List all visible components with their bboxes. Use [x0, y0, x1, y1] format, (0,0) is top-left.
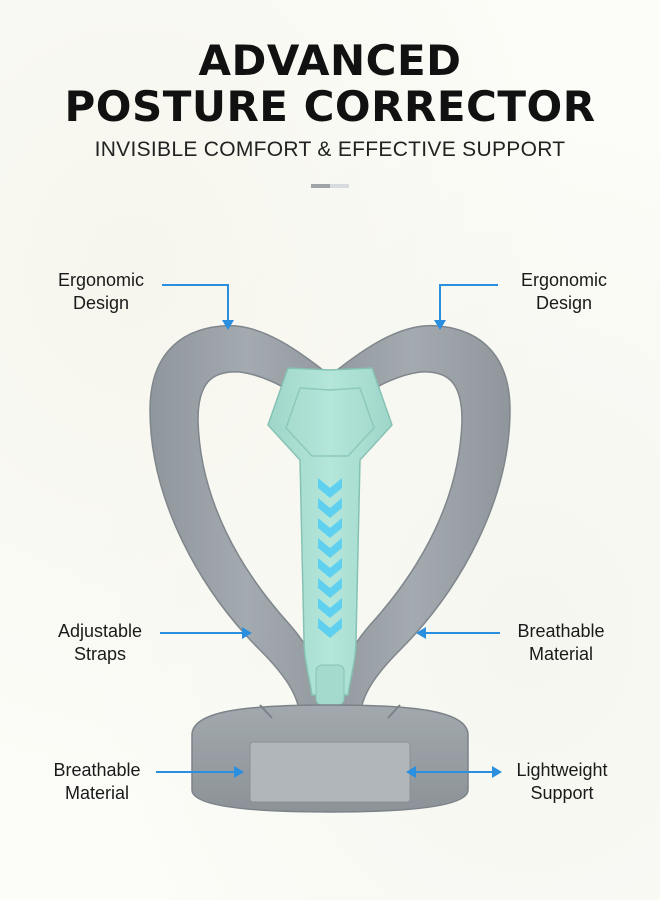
callout-text: Ergonomic [520, 270, 608, 290]
callout-text: Design [72, 293, 130, 313]
waist-belt [191, 704, 469, 813]
callout-text: Support [530, 783, 594, 803]
callout-lines [156, 284, 500, 773]
callout-text: Ergonomic [57, 270, 145, 290]
callout-text: Material [64, 783, 130, 803]
callout-text: Design [535, 293, 593, 313]
callout-top-right: Ergonomic Design [505, 269, 623, 315]
callout-bottom-left: Breathable Material [36, 759, 158, 805]
callout-text: Breathable [53, 760, 141, 780]
callout-top-left: Ergonomic Design [42, 269, 160, 315]
callout-text: Material [528, 644, 594, 664]
chevron-pattern [318, 478, 342, 638]
callout-mid-right: Breathable Material [500, 620, 622, 666]
callout-text: Breathable [517, 621, 605, 641]
arrow-icon [222, 320, 502, 778]
title-divider [311, 184, 349, 188]
callout-text: Lightweight [516, 760, 608, 780]
callout-text: Straps [73, 644, 127, 664]
title-line-2: POSTURE CORRECTOR [64, 82, 596, 131]
title-line-1: ADVANCED [198, 36, 462, 85]
subtitle: INVISIBLE COMFORT & EFFECTIVE SUPPORT [94, 138, 566, 161]
velcro-patch [249, 741, 411, 803]
callout-mid-left: Adjustable Straps [40, 620, 160, 666]
callout-bottom-right: Lightweight Support [500, 759, 624, 805]
callout-text: Adjustable [57, 621, 143, 641]
